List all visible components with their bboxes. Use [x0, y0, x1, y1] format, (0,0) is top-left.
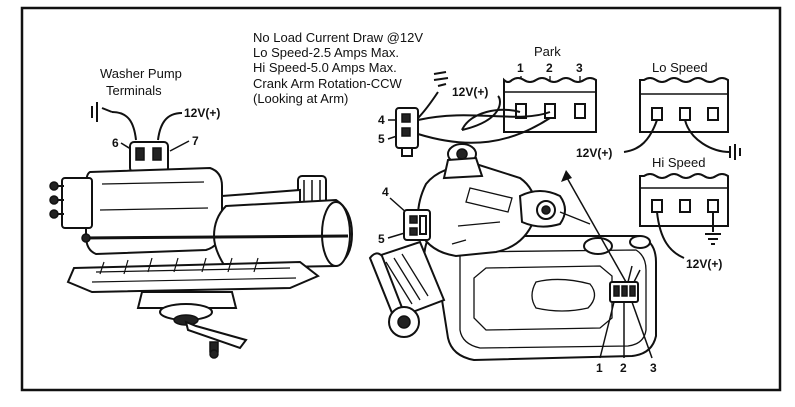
park-terminal-3-label: 3: [576, 61, 583, 75]
spec-line-rotation: Crank Arm Rotation-CCW: [253, 76, 403, 91]
lo-speed-title: Lo Speed: [652, 60, 708, 75]
hi-speed-pin-3: [707, 199, 719, 213]
motor-body-terminal-5-label: 5: [378, 232, 385, 246]
spec-line-looking: (Looking at Arm): [253, 91, 348, 106]
washer-ground-wire: [111, 111, 137, 141]
hi-speed-title: Hi Speed: [652, 155, 705, 170]
hi-speed-voltage-label: 12V(+): [686, 257, 722, 271]
lo-speed-pin-1: [651, 107, 663, 121]
lo-speed-body: [639, 77, 729, 133]
gear-housing: [136, 291, 238, 309]
lo-speed-pin-2: [679, 107, 691, 121]
washer-voltage-label: 12V(+): [184, 106, 220, 120]
motor-connector-pin-5: [401, 127, 411, 137]
motor-ground-wire: [417, 91, 439, 119]
washer-terminal-7: [152, 147, 162, 161]
motor-body-terminal-4-label: 4: [382, 185, 389, 199]
motor-body-terminal-5: [409, 227, 418, 236]
washer-pump-subtitle: Terminals: [106, 83, 162, 98]
hi-speed-power-wire: [656, 211, 685, 259]
ground-symbol-lo-speed: [729, 144, 741, 160]
park-pin-2: [544, 103, 556, 119]
spec-line-hi-speed: Hi Speed-5.0 Amps Max.: [253, 60, 397, 75]
ground-symbol-hi-speed: [705, 233, 721, 245]
hi-speed-pin-2: [679, 199, 691, 213]
crank-shaft-line: [81, 234, 349, 240]
crank-arm: [184, 320, 248, 350]
lo-speed-ground-wire: [684, 119, 731, 153]
lo-speed-voltage-label: 12V(+): [576, 146, 612, 160]
motor-gearbox-housing: [417, 162, 537, 258]
diagram-frame: [20, 6, 782, 392]
motor-connector-5-label: 5: [378, 132, 385, 146]
wiper-motor-assembly: 4 5: [368, 143, 657, 362]
spec-line-lo-speed: Lo Speed-2.5 Amps Max.: [253, 45, 399, 60]
park-wire-4: [417, 111, 551, 121]
park-switch: Park 1 2 3 12V(+): [417, 44, 597, 144]
hi-speed-connector: Hi Speed 12V(+): [639, 155, 729, 271]
washer-terminal-6-label: 6: [112, 136, 119, 150]
pump-stud-1: [49, 181, 59, 191]
washer-terminal-6: [135, 147, 145, 161]
pump-stud-2: [49, 195, 59, 205]
motor-connector-pin-4: [401, 113, 411, 123]
washer-terminal-7-label: 7: [192, 134, 199, 148]
lo-speed-connector: Lo Speed 12V(+): [576, 60, 741, 160]
bottom-terminal-3-label: 3: [650, 361, 657, 375]
park-power-wire-b: [461, 108, 521, 131]
washer-pump-title: Washer Pump: [100, 66, 182, 81]
hi-speed-pin-1: [651, 199, 663, 213]
motor-cylinder-end: [321, 201, 351, 267]
washer-pump-assembly: Washer Pump Terminals 12V(+) 6 7: [49, 66, 354, 359]
washer-pump-endcap: [61, 177, 93, 229]
washer-power-wire: [157, 112, 183, 141]
lo-speed-pin-3: [707, 107, 719, 121]
park-terminal-2-label: 2: [546, 61, 553, 75]
motor-body-terminal-4: [409, 215, 418, 224]
motor-connector-4-label: 4: [378, 113, 385, 127]
bottom-terminal-1-label: 1: [596, 361, 603, 375]
spec-notes: No Load Current Draw @12V Lo Speed-2.5 A…: [253, 30, 423, 106]
mounting-plate: [66, 260, 320, 294]
pump-stud-3: [49, 209, 59, 219]
park-terminal-1-label: 1: [517, 61, 524, 75]
park-pin-3: [574, 103, 586, 119]
washer-pump-body: [85, 166, 223, 256]
lo-speed-power-wire: [623, 119, 658, 153]
bottom-terminal-2-label: 2: [620, 361, 627, 375]
park-reference-arrow: [561, 170, 627, 283]
spec-line-current: No Load Current Draw @12V: [253, 30, 423, 45]
park-voltage-label: 12V(+): [452, 85, 488, 99]
ground-symbol-motor: [433, 71, 449, 87]
motor-connector-plug: 4 5: [378, 71, 449, 157]
park-wire-5: [417, 117, 551, 144]
bottom-connector-callouts: 1 2 3: [596, 301, 657, 375]
park-title: Park: [534, 44, 561, 59]
ground-symbol-washer: [91, 102, 113, 122]
